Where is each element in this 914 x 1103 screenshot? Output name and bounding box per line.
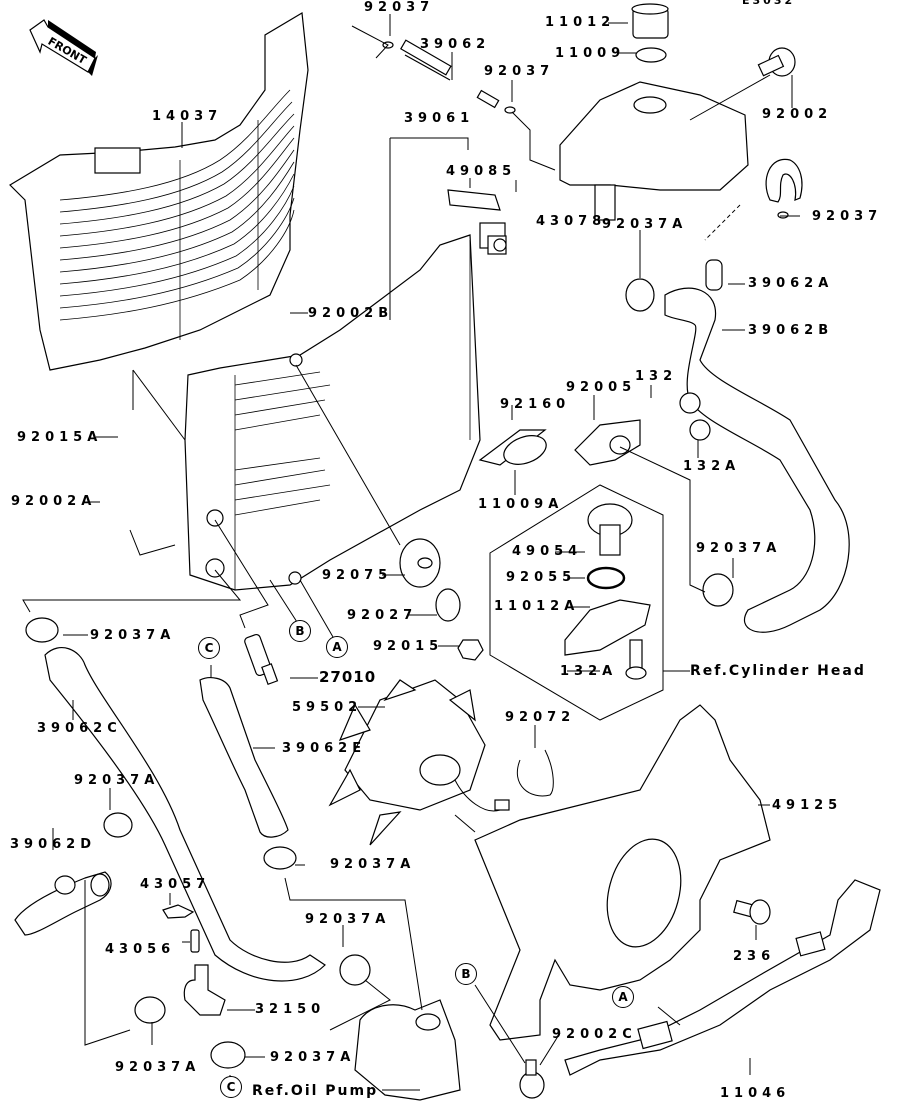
drawing-code: E3032 [742,0,796,7]
hose-39062D [14,871,112,936]
part-label-92002B[interactable]: 92002B [308,306,394,321]
part-label-11009[interactable]: 11009 [555,46,626,61]
part-label-92072[interactable]: 92072 [505,710,576,725]
part-label-11009A[interactable]: 11009A [478,497,564,512]
part-label-39062[interactable]: 39062 [420,37,491,52]
part-43057 [162,904,195,919]
water-outlet [478,392,711,466]
hose-clamps [25,278,734,1069]
part-label-11046[interactable]: 11046 [720,1086,791,1101]
part-label-14037[interactable]: 14037 [152,109,223,124]
part-label-92037A[interactable]: 92037A [305,912,391,927]
part-label-236[interactable]: 236 [733,949,776,964]
part-label-92037A[interactable]: 92037A [74,773,160,788]
part-label-49054[interactable]: 49054 [512,544,583,559]
thermostat-group [489,484,664,721]
part-label-132[interactable]: 132 [635,369,678,384]
bolt-236 [733,899,771,925]
part-label-92015A[interactable]: 92015A [17,430,103,445]
marker-b: B [455,963,477,985]
part-label-39062E[interactable]: 39062E [282,741,367,756]
part-label-92005[interactable]: 92005 [566,380,637,395]
part-label-49085[interactable]: 49085 [446,164,517,179]
ref-oil-pump[interactable]: Ref.Oil Pump [252,1083,379,1099]
upper-hose [664,287,850,633]
part-43056 [190,929,200,953]
part-label-43078[interactable]: 43078 [536,214,607,229]
part-label-92037A[interactable]: 92037A [330,857,416,872]
part-label-11012A[interactable]: 11012A [494,599,580,614]
part-label-92002C[interactable]: 92002C [552,1027,637,1042]
radiator [184,222,507,591]
part-label-92027[interactable]: 92027 [347,608,418,623]
radiator-shroud [9,12,309,371]
part-label-49125[interactable]: 49125 [772,798,843,813]
cooling-fan [328,679,510,846]
part-label-59502[interactable]: 59502 [292,700,363,715]
part-label-39062B[interactable]: 39062B [748,323,834,338]
part-label-92002[interactable]: 92002 [762,107,833,122]
temperature-sensor [244,633,279,685]
marker-c: C [220,1076,242,1098]
part-label-92037A[interactable]: 92037A [602,217,688,232]
part-label-92037[interactable]: 92037 [364,0,435,15]
leader-lines [22,14,800,1091]
part-label-92037[interactable]: 92037 [484,64,555,79]
part-label-92037A[interactable]: 92037A [90,628,176,643]
part-label-11012[interactable]: 11012 [545,15,616,30]
part-label-92037A[interactable]: 92037A [696,541,782,556]
part-label-92037A[interactable]: 92037A [270,1050,356,1065]
part-label-43057[interactable]: 43057 [140,877,211,892]
wire-band [516,749,554,797]
hose-39062 [351,25,556,171]
part-label-132A[interactable]: 132A [683,459,741,474]
front-arrow-icon: FRONT [29,19,98,76]
fan-shroud [474,704,771,1041]
part-label-39062A[interactable]: 39062A [748,276,834,291]
reservoir-cap [631,3,669,39]
part-label-92055[interactable]: 92055 [506,570,577,585]
marker-c: C [198,637,220,659]
part-label-92160[interactable]: 92160 [500,397,571,412]
part-label-92002A[interactable]: 92002A [11,494,97,509]
marker-a: A [326,636,348,658]
bolt-92002C [519,1059,545,1099]
part-label-92037A[interactable]: 92037A [115,1060,201,1075]
part-label-92015[interactable]: 92015 [373,639,444,654]
part-label-92075[interactable]: 92075 [322,568,393,583]
hose-39062E [199,677,289,838]
bolt-92002 [689,47,796,121]
marker-b: B [289,620,311,642]
bracket [564,879,881,1076]
part-label-132A[interactable]: 132A [560,664,618,679]
part-label-39062C[interactable]: 39062C [37,721,122,736]
cap-gasket [635,47,667,63]
radiator-cap-seal [447,189,501,211]
part-label-27010[interactable]: 27010 [319,668,377,686]
reservoir-tank [559,81,749,221]
part-label-43056[interactable]: 43056 [105,942,176,957]
hose-39062C [44,647,326,982]
part-label-39062D[interactable]: 39062D [10,837,97,852]
grommets [399,538,484,661]
part-label-32150[interactable]: 32150 [255,1002,326,1017]
marker-a: A [612,986,634,1008]
part-32150 [183,964,226,1016]
part-label-39061[interactable]: 39061 [404,111,475,126]
part-label-92037[interactable]: 92037 [812,209,883,224]
ref-cylinder-head[interactable]: Ref.Cylinder Head [690,663,866,679]
